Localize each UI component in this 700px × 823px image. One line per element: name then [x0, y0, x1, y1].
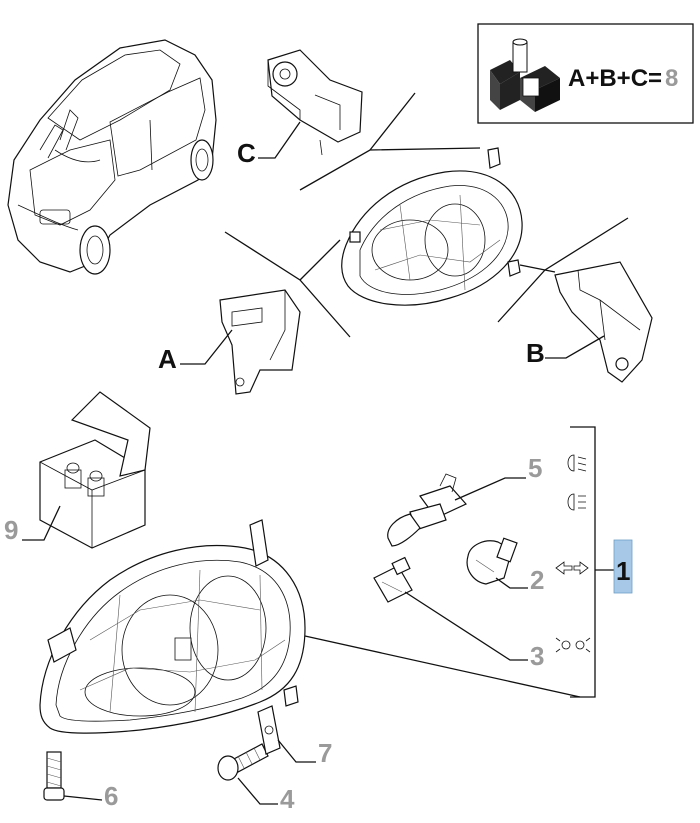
car-illustration	[7, 39, 217, 275]
headlamp-upper	[341, 147, 523, 306]
callout-1-label: 1	[616, 556, 630, 586]
headlamp-main	[39, 519, 306, 734]
turn-signal-icon	[555, 561, 589, 575]
callout-4: 4	[280, 784, 295, 814]
kit-box: A+B+C= 8	[477, 23, 694, 124]
callout-a: A	[158, 344, 177, 374]
callout-3: 3	[530, 641, 544, 671]
high-beam-icon	[567, 493, 586, 511]
callout-5: 5	[528, 453, 542, 483]
kit-packages-icon	[490, 38, 560, 112]
bulb-in-box-icon	[64, 462, 105, 497]
clip-nut-7: 7	[257, 705, 332, 768]
bulb-kit-box: 9	[4, 391, 151, 549]
screw-4: 4	[217, 743, 295, 814]
callout-b: B	[526, 338, 545, 368]
bracket-c: C	[237, 49, 363, 168]
low-beam-icon	[567, 454, 587, 472]
parking-light-icon	[555, 637, 591, 653]
callout-6: 6	[104, 781, 118, 811]
screw-6: 6	[43, 751, 118, 811]
kit-result: 8	[665, 65, 678, 92]
bulb-5: 5	[387, 453, 542, 547]
kit-formula: A+B+C=	[568, 65, 662, 92]
bulb-2: 2	[466, 537, 544, 595]
callout-9: 9	[4, 515, 18, 545]
bulb-3: 3	[373, 556, 544, 671]
bracket-a: A	[158, 289, 301, 395]
callout-2: 2	[530, 565, 544, 595]
bracket-b: B	[526, 261, 653, 383]
callout-1: 1	[613, 539, 633, 594]
callout-7: 7	[318, 738, 332, 768]
callout-c: C	[237, 138, 256, 168]
